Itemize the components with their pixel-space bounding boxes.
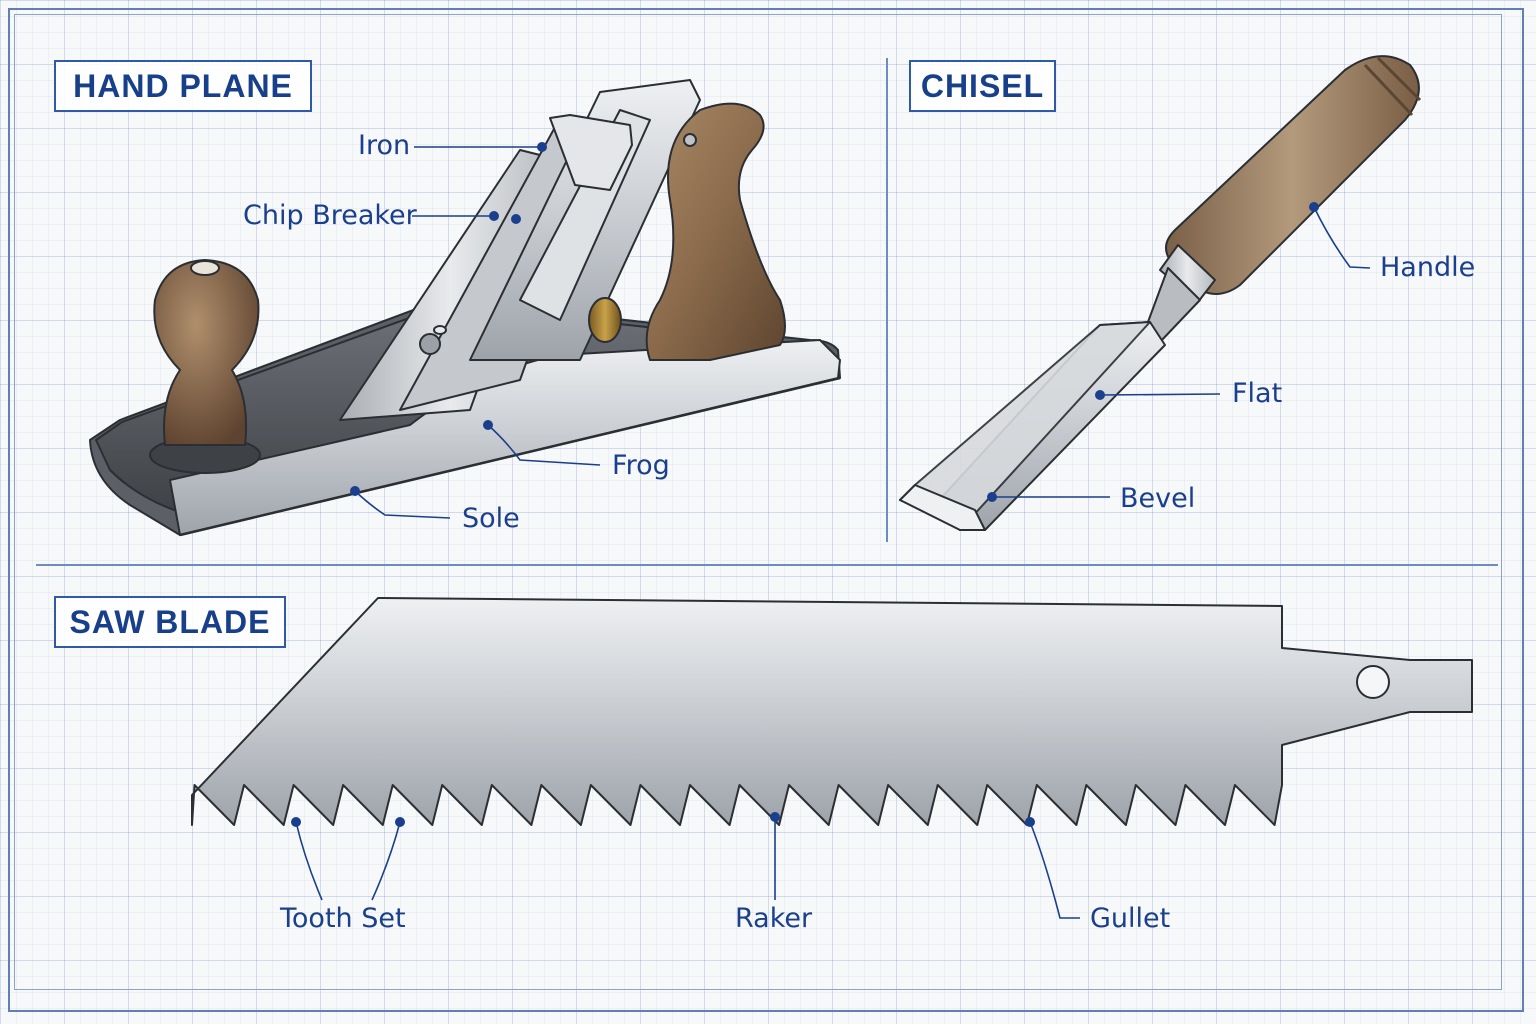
hand-plane-illustration	[89, 79, 841, 537]
label-flat: Flat	[1232, 378, 1283, 409]
saw-blade-illustration	[191, 597, 1473, 826]
chisel-title: CHISEL	[909, 60, 1056, 112]
label-bevel: Bevel	[1120, 483, 1196, 514]
label-handle: Handle	[1380, 252, 1476, 283]
label-gullet: Gullet	[1090, 903, 1171, 934]
horizontal-divider	[36, 564, 1498, 566]
inner-frame	[14, 14, 1502, 990]
label-tooth-set: Tooth Set	[280, 903, 406, 934]
hand-plane-title: HAND PLANE	[54, 60, 312, 112]
label-sole: Sole	[462, 503, 520, 534]
label-frog: Frog	[612, 450, 670, 481]
outer-frame	[8, 8, 1524, 1012]
chisel-illustration	[899, 55, 1422, 531]
saw-blade-title: SAW BLADE	[54, 596, 286, 648]
label-iron: Iron	[358, 130, 411, 161]
label-raker: Raker	[735, 903, 813, 934]
label-chip-breaker: Chip Breaker	[243, 200, 417, 231]
vertical-divider	[886, 58, 888, 542]
leader-dots	[291, 142, 1319, 827]
